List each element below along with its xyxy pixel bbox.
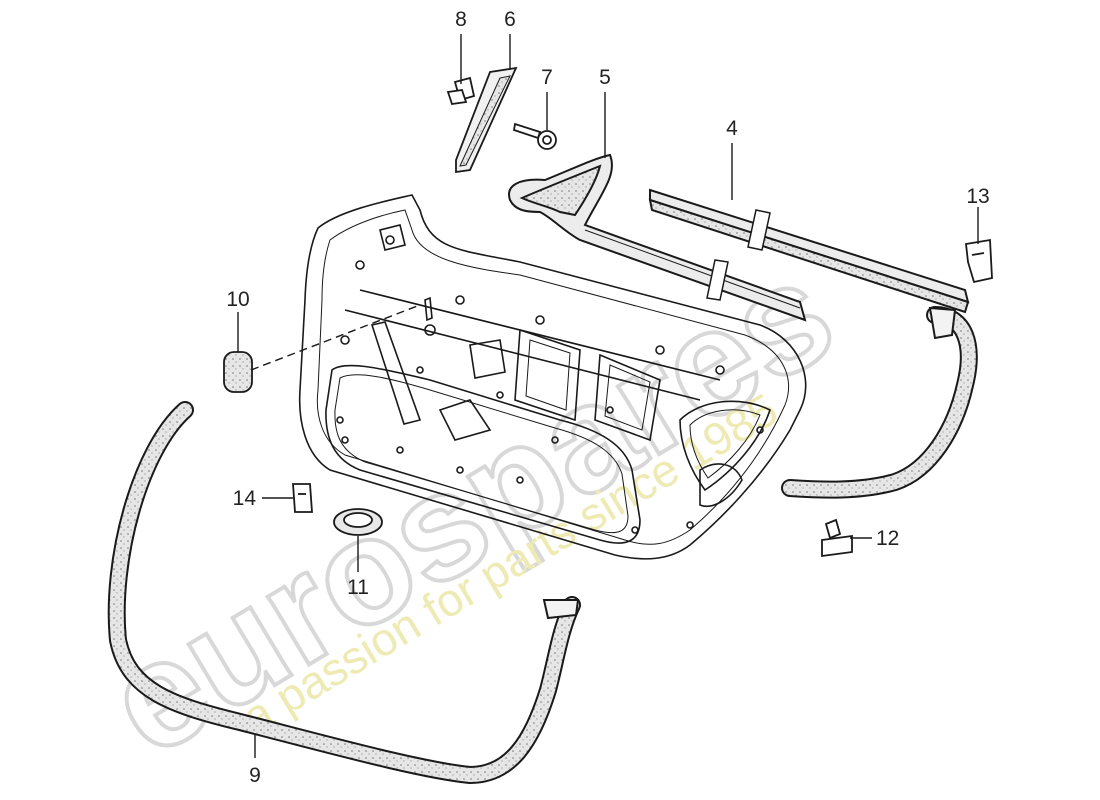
part-8-clip	[446, 76, 476, 105]
part-12-door-stop	[821, 518, 853, 558]
callout-10: 10	[226, 288, 249, 311]
leader-10-dashed	[250, 304, 421, 371]
callout-4: 4	[726, 117, 738, 140]
callout-6: 6	[504, 8, 516, 31]
leader-lines	[237, 34, 979, 758]
callout-7: 7	[541, 66, 553, 89]
callout-14: 14	[233, 487, 257, 510]
part-5-window-channel	[508, 153, 807, 322]
callout-5: 5	[599, 66, 611, 89]
part-11-grommet	[333, 508, 383, 536]
part-14-bracket	[292, 483, 313, 513]
callout-11: 11	[347, 576, 369, 599]
callout-13: 13	[966, 185, 989, 208]
part-6-trim-strip	[455, 66, 518, 174]
callout-9: 9	[249, 764, 261, 787]
callout-labels: 4 5 6 7 8 9 10 11 12 13 14	[226, 8, 989, 787]
part-9-lower-door-seal	[107, 401, 581, 785]
part-10-plug	[223, 351, 253, 393]
part-13-clip	[965, 238, 993, 284]
rear-door-seal	[781, 306, 978, 499]
part-4-window-seal-strip	[648, 188, 970, 314]
callout-8: 8	[455, 8, 467, 31]
part-7-screw	[512, 122, 557, 150]
callout-12: 12	[876, 527, 899, 550]
door-frame	[298, 194, 807, 560]
